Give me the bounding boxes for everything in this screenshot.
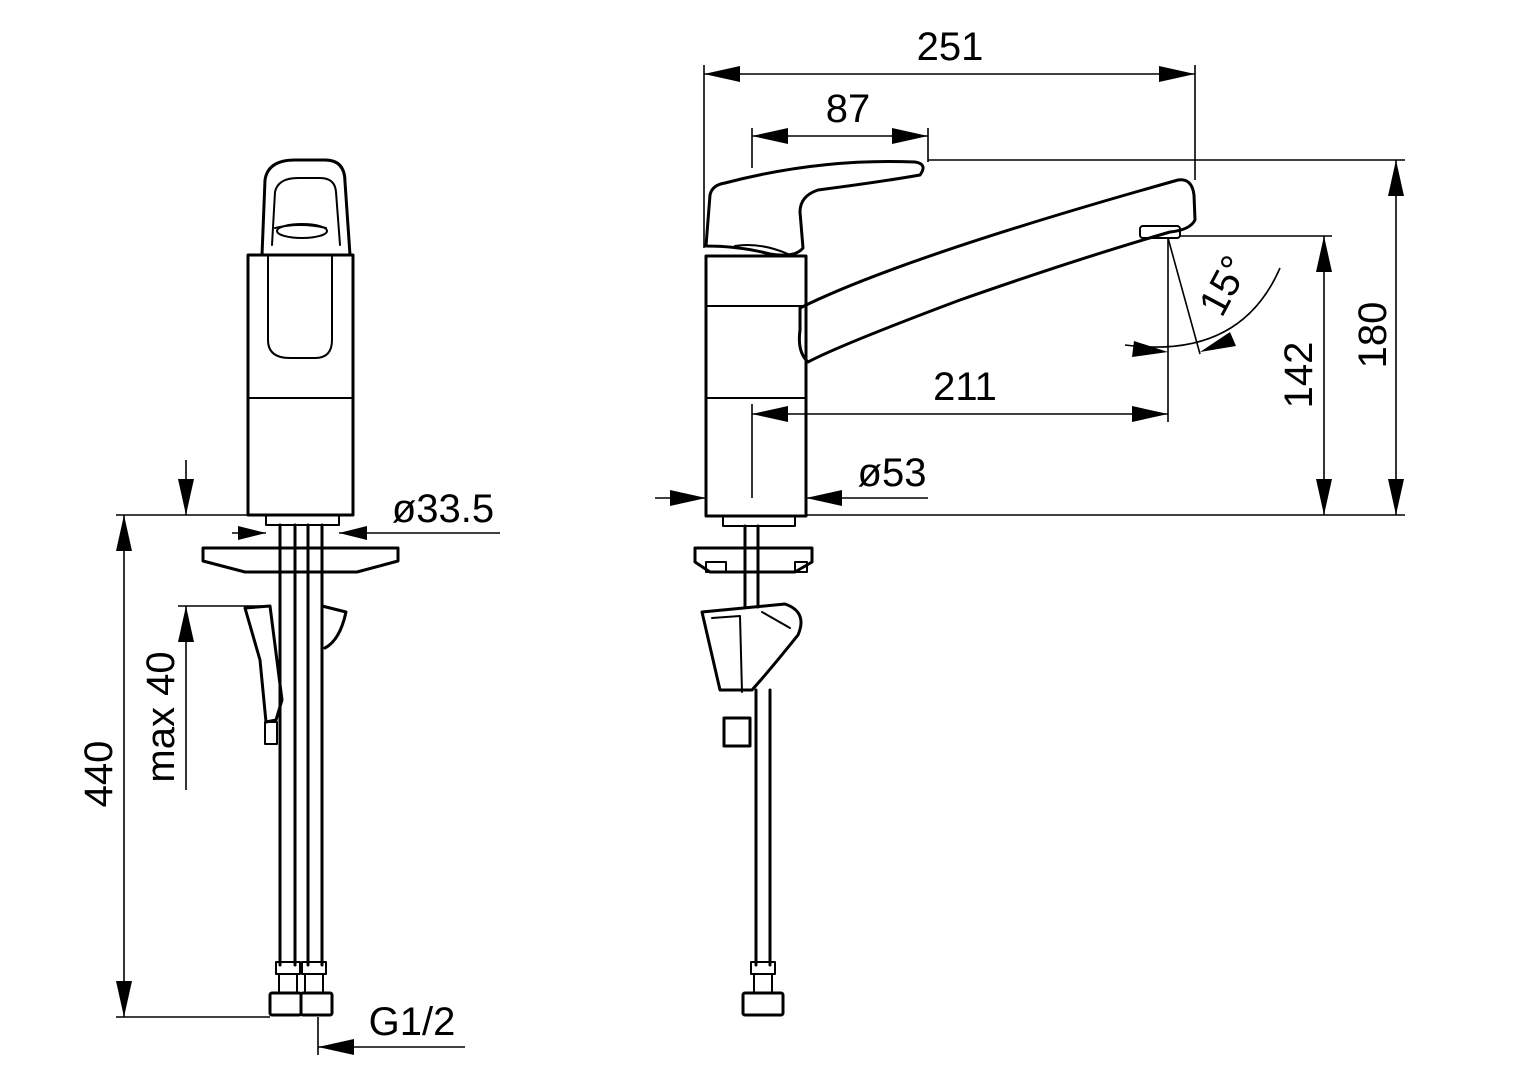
front-lever [260, 158, 352, 257]
side-fixing-bracket [700, 602, 803, 692]
side-fixing-nut [722, 716, 752, 748]
dim-max-counter-thickness: max 40 [139, 651, 183, 782]
front-mounting-plate [201, 546, 400, 574]
dimension-lines [116, 65, 1405, 1055]
side-aerator [1139, 225, 1181, 239]
front-hose-collar-2 [301, 961, 327, 975]
front-body [246, 253, 355, 517]
front-handle-loop [267, 254, 333, 359]
side-fixing-detail [711, 611, 791, 693]
front-hose-nut-2 [299, 991, 334, 1017]
side-lever-line [734, 244, 789, 255]
dim-hose-length: 440 [77, 741, 121, 808]
front-hose-nut-1 [268, 991, 303, 1017]
dim-overall-length: 251 [917, 25, 984, 69]
front-hose-neck [278, 973, 324, 994]
front-view [201, 158, 400, 1017]
dim-spout-height: 142 [1277, 342, 1321, 409]
dim-connection-thread: G1/2 [369, 1000, 456, 1044]
dim-height-total: 180 [1351, 302, 1395, 369]
front-fixing-nut [264, 721, 278, 745]
front-hose-collar-1 [275, 961, 301, 975]
dim-swivel-angle: 15° [1191, 249, 1258, 323]
front-lever-inner [271, 177, 341, 246]
dim-shank-diameter: ø33.5 [392, 487, 494, 531]
side-hose-collar [750, 961, 776, 975]
side-plate-clip [705, 561, 727, 573]
dim-spout-reach: 211 [933, 365, 997, 409]
side-hose-neck [753, 973, 773, 994]
dimension-labels: 251 87 211 ø53 ø33.5 G1/2 180 142 15° 44… [77, 25, 1395, 1044]
side-body [704, 254, 808, 518]
side-hose-nut [741, 991, 785, 1017]
front-fixing-bracket [243, 604, 284, 724]
dim-body-diameter: ø53 [858, 451, 927, 495]
front-lever-hole [276, 223, 328, 239]
front-base-ring [265, 514, 340, 526]
dim-lever-length: 87 [826, 87, 871, 131]
side-plate-clip-2 [794, 561, 808, 573]
side-spout [797, 178, 1197, 364]
front-fixing-cone [320, 604, 348, 650]
side-view [693, 159, 1197, 1017]
side-lever [704, 159, 925, 257]
